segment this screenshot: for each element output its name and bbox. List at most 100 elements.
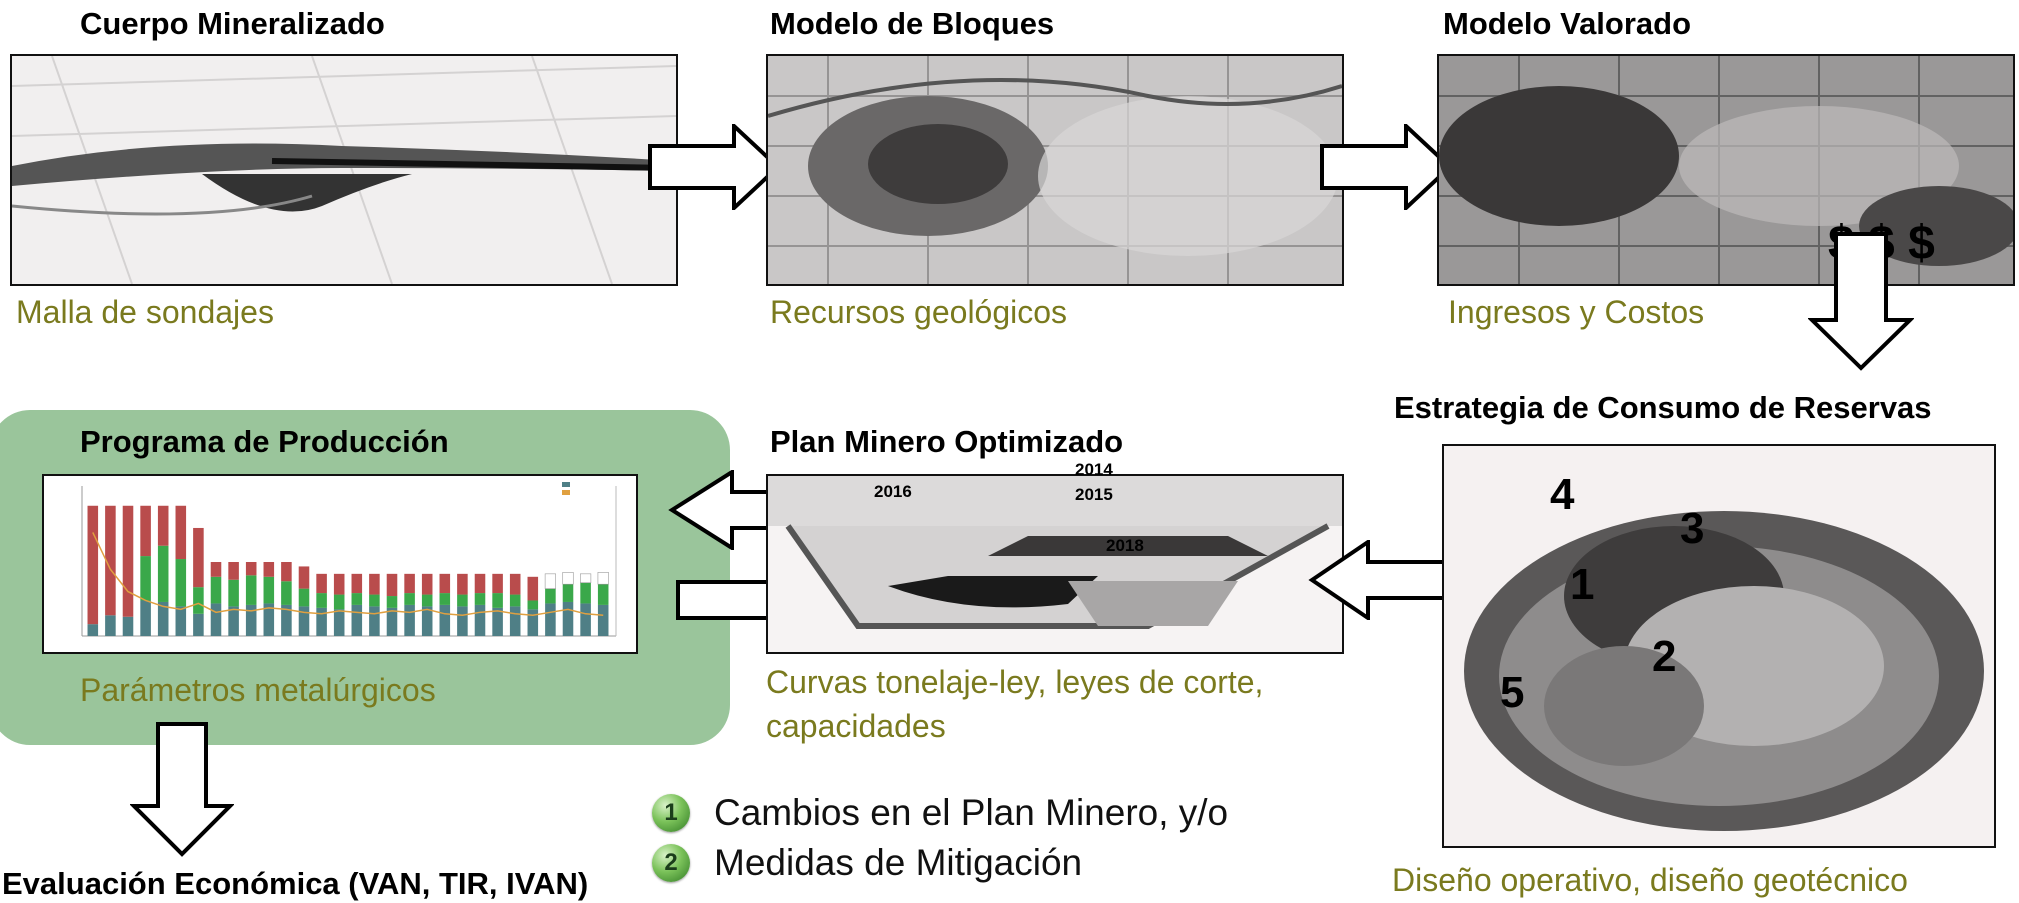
programa-title: Programa de Producción [80, 424, 449, 459]
valorado-panel [1437, 54, 2015, 286]
bar-segment [245, 575, 257, 605]
valorado-title: Modelo Valorado [1443, 6, 1692, 41]
bar-segment [562, 601, 574, 636]
bar-segment [140, 556, 151, 601]
bar-segment [580, 603, 591, 636]
bar-segment [492, 607, 503, 636]
cuerpo-subtitle: Malla de sondajes [16, 294, 274, 330]
bar-segment [193, 587, 204, 614]
legend-item-1: 1 Cambios en el Plan Minero, y/o [652, 792, 1228, 834]
bar-segment [87, 624, 99, 636]
bar-segment [457, 606, 468, 636]
bloques-subtitle: Recursos geológicos [770, 294, 1068, 330]
bar-segment [439, 604, 451, 636]
programa-subtitle: Parámetros metalúrgicos [80, 672, 436, 708]
bar-segment [316, 607, 327, 636]
bar-segment [474, 573, 486, 594]
bar-segment [298, 606, 310, 636]
bar-segment [509, 594, 521, 607]
plan-panel [766, 474, 1344, 654]
year-label-2014: 2014 [1075, 460, 1113, 479]
bar-segment [492, 573, 503, 594]
bar-segment [527, 600, 539, 610]
bar-segment [509, 573, 521, 595]
bar-segment [105, 615, 116, 636]
bar-segment [105, 505, 116, 616]
bar-segment [228, 579, 239, 607]
bar-segment [333, 609, 345, 636]
bar-segment [263, 603, 275, 636]
bar-segment [386, 607, 398, 636]
bar-segment [333, 594, 345, 610]
estrategia-subtitle: Diseño operativo, diseño geotécnico [1392, 862, 1908, 898]
year-label-2018: 2018 [1106, 536, 1144, 555]
bar-segment [140, 505, 151, 557]
bar-segment [157, 545, 169, 602]
arrow-down-icon [1808, 232, 1914, 371]
bar-segment [351, 573, 363, 594]
bar-segment [263, 576, 275, 604]
bar-segment [193, 527, 204, 588]
legend-swatch-2 [562, 490, 570, 495]
bar-segment [245, 604, 257, 636]
bar-segment [298, 566, 310, 589]
bar-segment [597, 604, 609, 636]
phase-label-2: 2 [1652, 632, 1677, 681]
bar-segment [298, 588, 310, 607]
bar-segment [175, 606, 187, 636]
bar-segment [457, 573, 468, 595]
bar-segment [580, 582, 591, 604]
bar-segment [421, 606, 433, 636]
bar-segment [175, 559, 187, 607]
bar-segment [404, 593, 415, 605]
bar-segment [175, 505, 187, 560]
plan-subtitle-line1: Curvas tonelaje-ley, leyes de corte, [766, 664, 1264, 700]
evaluacion-title: Evaluación Económica (VAN, TIR, IVAN) [2, 866, 589, 901]
bar-segment [597, 572, 609, 585]
bar-segment [316, 573, 327, 594]
bar-segment [439, 593, 451, 605]
phase-label-5: 5 [1500, 668, 1525, 717]
bar-segment [562, 584, 574, 602]
bar-segment [527, 576, 539, 601]
arrow-left-icon [1308, 540, 1448, 620]
bar-segment [439, 573, 451, 594]
bar-segment [509, 606, 521, 636]
number-2-icon: 2 [652, 844, 690, 882]
bar-segment [281, 581, 292, 605]
bar-segment [228, 562, 239, 580]
bar-segment [210, 576, 222, 604]
legend-item-2: 2 Medidas de Mitigación [652, 842, 1082, 884]
legend-label-1: Cambios en el Plan Minero, y/o [714, 792, 1229, 833]
phase-label-1: 1 [1570, 560, 1595, 609]
bar-segment [193, 613, 204, 636]
bar-segment [263, 562, 275, 577]
estrategia-panel [1442, 444, 1996, 848]
bar-segment [421, 594, 433, 607]
bar-segment [421, 573, 433, 595]
legend-swatch-1 [562, 482, 570, 487]
bar-segment [369, 594, 380, 607]
bar-segment [122, 616, 134, 636]
cuerpo-panel [10, 54, 678, 286]
bar-segment [157, 505, 169, 546]
production-chart [42, 474, 638, 654]
bar-segment [580, 573, 592, 584]
bar-segment [404, 604, 415, 636]
bar-segment [351, 593, 363, 605]
bar-segment [386, 573, 398, 597]
year-label-2016: 2016 [874, 482, 912, 501]
bar-segment [492, 593, 503, 608]
estrategia-title: Estrategia de Consumo de Reservas [1394, 390, 1932, 425]
plan-title: Plan Minero Optimizado [770, 424, 1124, 459]
phase-label-4: 4 [1550, 470, 1575, 519]
bar-segment [281, 604, 292, 636]
bar-segment [404, 573, 415, 594]
bar-segment [474, 604, 486, 636]
number-1-icon: 1 [652, 794, 690, 832]
legend-label-2: Medidas de Mitigación [714, 842, 1083, 883]
plan-subtitle-line2: capacidades [766, 708, 946, 744]
line-series [92, 532, 604, 617]
bloques-title: Modelo de Bloques [770, 6, 1055, 41]
bar-segment [545, 603, 556, 636]
